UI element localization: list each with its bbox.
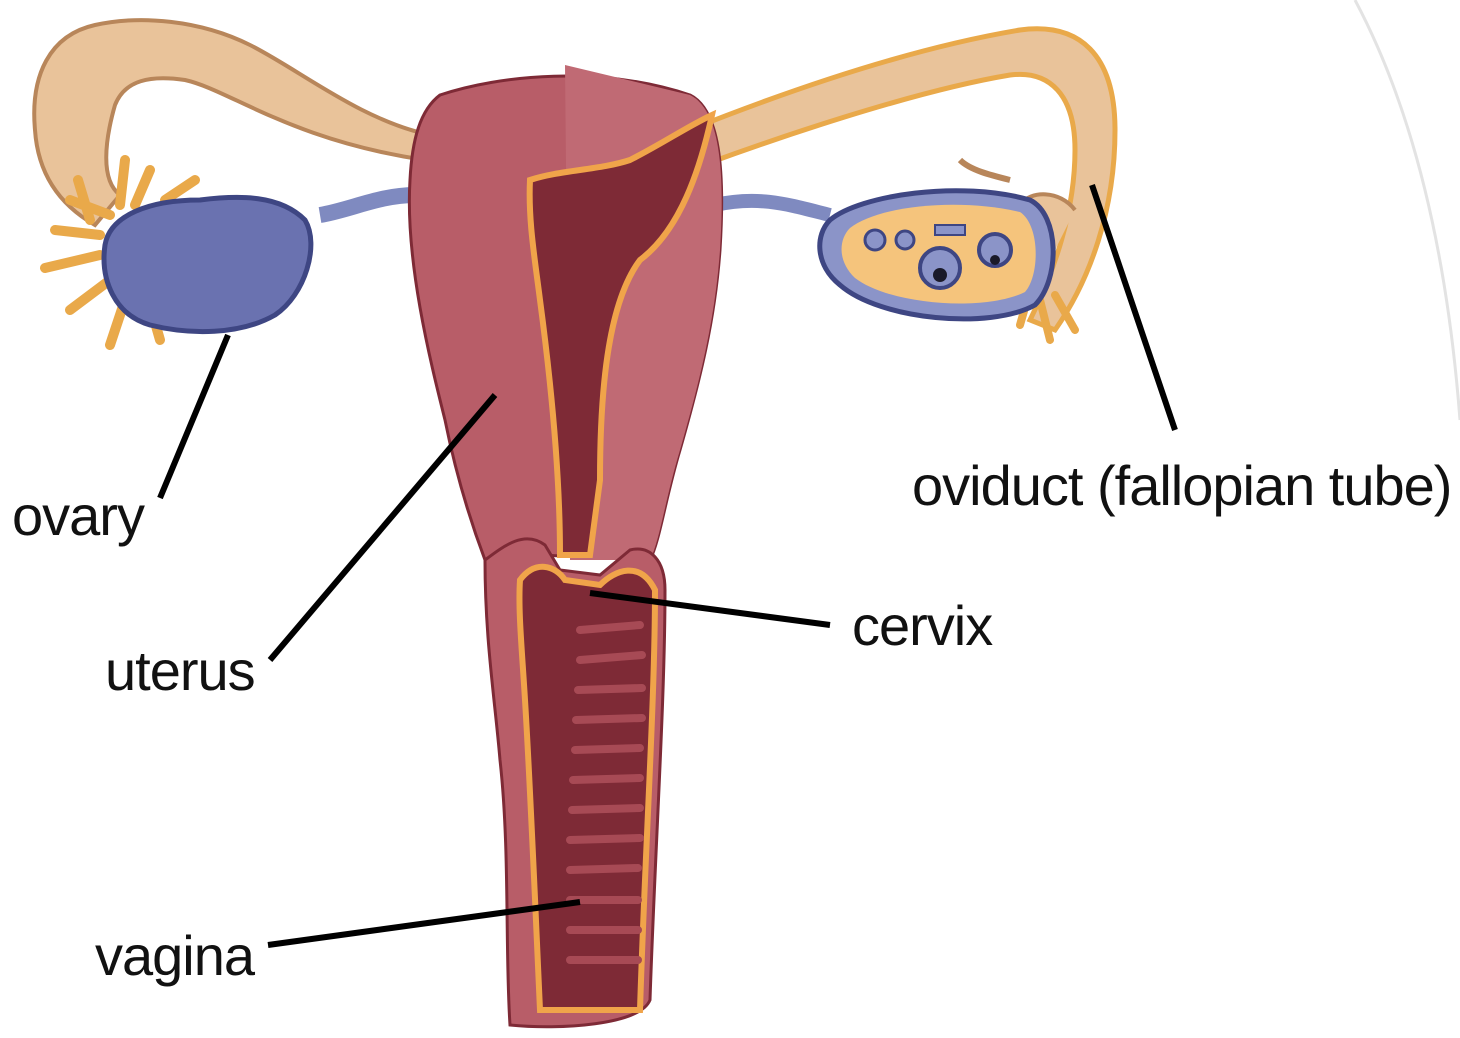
ovary-leader-line [160,335,228,498]
oviduct-label: oviduct (fallopian tube) [912,454,1451,517]
uterus-body [409,65,721,560]
vagina [485,539,665,1027]
oviduct-leader-line [1092,185,1175,430]
background-curve [1355,0,1460,420]
cervix-label: cervix [852,594,993,657]
uterus-label: uterus [105,639,255,702]
right-ovary [715,191,1053,319]
ovary-label: ovary [12,484,145,547]
uterus-leader-line [270,395,495,660]
left-ovary [104,195,415,332]
vagina-label: vagina [95,924,256,987]
